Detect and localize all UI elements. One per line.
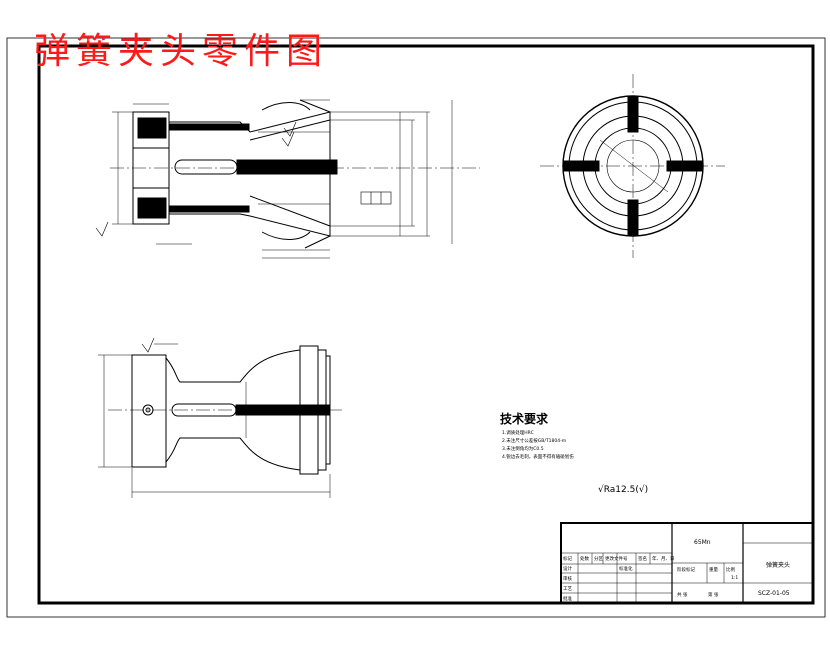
- title-block-label: 工艺: [563, 587, 572, 592]
- outer-frame: [6, 37, 826, 618]
- tech-note: 1.调质处理HRC: [502, 431, 534, 436]
- title-block-material: 65Mn: [694, 539, 711, 546]
- title-block-part-name: 弹簧夹头: [766, 562, 791, 569]
- title-block-label: 标准化: [619, 567, 633, 572]
- side-view: [540, 74, 725, 258]
- title-block-label: 更改文件号: [605, 557, 628, 562]
- roughness-note: √Ra12.5(√): [598, 485, 649, 495]
- title-block-label: 年、月、日: [652, 557, 675, 562]
- title-block-label: 共 张: [677, 593, 688, 598]
- title-block-drawing-number: SCZ-01-05: [758, 590, 790, 597]
- tech-note: 4.锐边去毛刺，表面不得有磕碰划伤: [502, 455, 574, 460]
- title-block-label: 处数: [580, 557, 589, 562]
- bottom-view: [98, 337, 345, 498]
- title-block: [560, 522, 814, 604]
- title-block-label: 批准: [563, 597, 572, 602]
- tech-note: 2.未注尺寸公差按GB/T1804-m: [502, 439, 567, 444]
- front-section-view: [95, 99, 480, 259]
- tech-notes: 1.调质处理HRC 2.未注尺寸公差按GB/T1804-m 3.未注倒角均为C0…: [502, 430, 574, 462]
- title-block-scale: 1:1: [731, 576, 739, 581]
- title-block-label: 重量: [709, 568, 718, 573]
- title-block-label: 阶段标记: [677, 568, 695, 573]
- title-block-label: 审核: [563, 577, 572, 582]
- title-block-label: 签名: [638, 557, 647, 562]
- title-block-label: 分区: [594, 557, 603, 562]
- title-block-label: 标记: [563, 557, 572, 562]
- title-block-label: 比例: [726, 568, 735, 573]
- tech-note: 3.未注倒角均为C0.5: [502, 447, 544, 452]
- title-block-label: 第 张: [708, 593, 719, 598]
- tech-requirements-heading: 技术要求: [500, 412, 549, 426]
- drawing-title: 弹簧夹头零件图: [34, 31, 329, 72]
- inner-frame: [37, 44, 815, 605]
- title-block-label: 设计: [563, 567, 572, 572]
